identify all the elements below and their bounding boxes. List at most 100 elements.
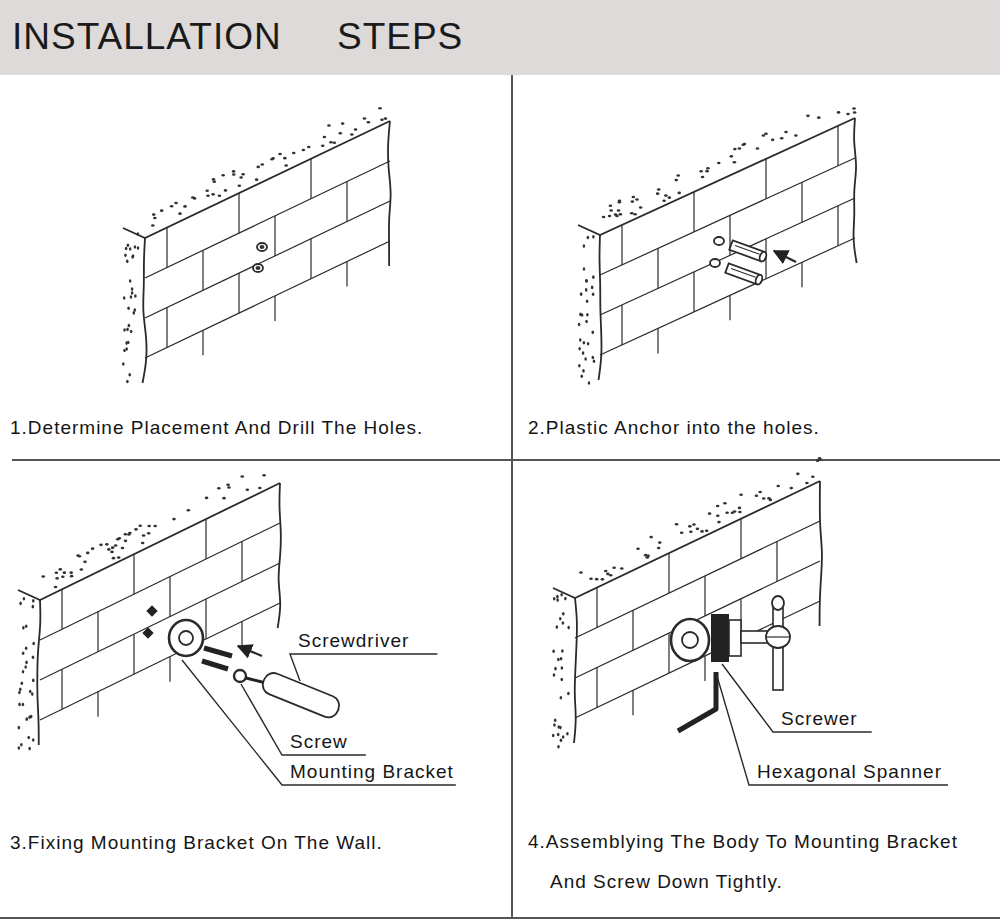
brick-wall [61, 576, 65, 579]
brick-wall [584, 357, 587, 361]
brick-wall [816, 459, 820, 462]
leader-line [182, 654, 948, 785]
brick-wall [801, 262, 802, 287]
brick-wall [705, 170, 709, 173]
brick-wall [700, 530, 704, 533]
brick-wall [224, 189, 228, 192]
plastic-anchor [731, 268, 755, 277]
brick-wall [133, 554, 134, 594]
drilled-hole [253, 264, 263, 272]
brick-wall [127, 341, 130, 345]
brick-wall [852, 107, 856, 110]
brick-wall [699, 170, 703, 173]
brick-wall [557, 733, 560, 737]
brick-wall [620, 567, 624, 570]
brick-wall [166, 227, 167, 267]
mounting-bracket-figure [234, 670, 246, 682]
brick-wall [680, 531, 684, 534]
plastic-anchor [754, 274, 763, 285]
brick-wall [125, 247, 128, 251]
brick-wall [388, 121, 391, 266]
brick-wall [723, 502, 727, 505]
brick-wall [202, 250, 203, 290]
brick-wall [619, 213, 623, 216]
brick-wall [632, 196, 636, 199]
plastic-anchor [725, 263, 763, 285]
plastic-anchor [710, 237, 796, 285]
brick-wall [238, 184, 242, 187]
brick-wall [733, 148, 737, 151]
brick-wall [818, 457, 822, 460]
brick-wall [585, 320, 588, 324]
fitting-body [671, 596, 790, 731]
fitting-body [773, 608, 783, 690]
brick-wall [18, 703, 21, 707]
brick-wall [635, 198, 639, 201]
brick-wall [553, 597, 556, 601]
brick-wall [153, 217, 157, 220]
brick-wall [32, 655, 35, 659]
brick-wall [222, 497, 226, 500]
brick-wall [704, 656, 705, 681]
brick-wall [716, 514, 720, 517]
brick-wall [609, 204, 613, 207]
step-panel: 3.Fixing Mounting Bracket On The Wall. [0, 460, 512, 918]
plastic-anchor [710, 259, 720, 267]
brick-wall [110, 551, 114, 554]
brick-wall [578, 323, 581, 327]
brick-wall [601, 578, 605, 581]
brick-wall [589, 577, 593, 580]
brick-wall [595, 578, 599, 581]
brick-wall [117, 556, 121, 559]
brick-wall [764, 132, 768, 135]
brick-wall [137, 232, 140, 236]
brick-wall [560, 657, 563, 661]
brick-wall [780, 137, 784, 140]
brick-wall [256, 166, 260, 169]
brick-wall [738, 507, 742, 510]
brick-wall [592, 356, 595, 360]
brick-wall [174, 202, 178, 205]
brick-wall [19, 602, 22, 606]
brick-wall [854, 118, 857, 263]
brick-wall [554, 667, 557, 671]
brick-wall [562, 735, 565, 739]
brick-wall [138, 524, 142, 527]
brick-wall [170, 205, 174, 208]
brick-wall [40, 603, 280, 720]
brick-wall [578, 364, 581, 368]
brick-wall [125, 347, 128, 351]
part-label: Screw [290, 731, 348, 753]
brick-wall [771, 139, 775, 142]
step-panel: 4.Assemblying The Body To Mounting Brack… [512, 460, 1000, 918]
brick-wall [124, 540, 128, 543]
brick-wall [338, 132, 342, 135]
brick-wall [846, 113, 850, 116]
brick-wall [123, 328, 126, 332]
brick-wall [762, 497, 766, 500]
brick-wall [141, 542, 145, 545]
brick-wall [183, 205, 187, 208]
brick-wall [83, 561, 87, 564]
brick-wall [378, 107, 382, 110]
step-caption: 2.Plastic Anchor into the holes. [528, 413, 993, 443]
fitting-body [682, 632, 698, 648]
brick-wall [609, 209, 613, 212]
brick-wall [241, 173, 245, 176]
brick-wall [232, 173, 236, 176]
mounting-bracket-figure [238, 646, 262, 656]
brick-wall [321, 144, 325, 147]
plastic-anchor [758, 251, 767, 262]
brick-wall [278, 153, 282, 156]
brick-wall [238, 273, 239, 313]
brick-wall [837, 126, 838, 166]
brick-wall [693, 192, 694, 232]
brick-wall [129, 279, 132, 283]
brick-wall [556, 595, 559, 599]
brick-wall [31, 692, 34, 696]
brick-wall [28, 747, 31, 751]
brick-wall [292, 152, 296, 155]
brick-wall [588, 381, 591, 385]
brick-wall [130, 295, 133, 299]
brick-wall [134, 294, 137, 298]
